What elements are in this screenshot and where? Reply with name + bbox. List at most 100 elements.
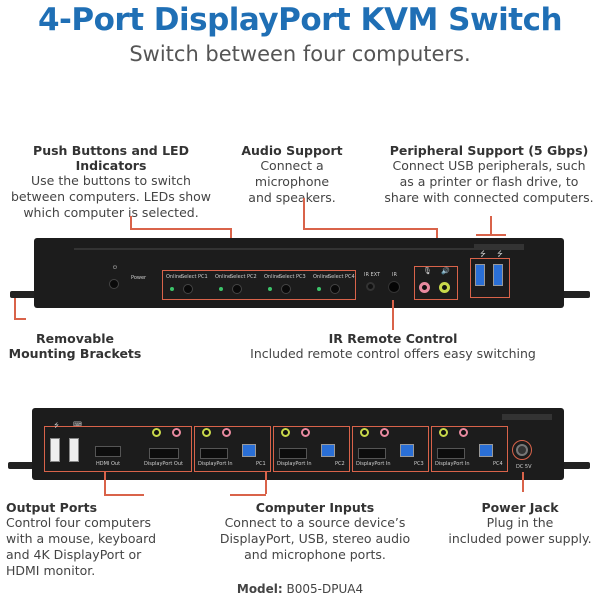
callout-line: Connect to a source device’s [224,515,406,530]
displayport-in-label: DisplayPort In [356,461,391,467]
ir-ext-port [366,282,375,291]
select-button-pc1[interactable] [183,284,193,294]
leader-line [130,228,230,230]
callout-line: Included remote control offers easy swit… [250,346,536,361]
callout-heading: Push Buttons and LED Indicators [33,143,189,173]
brand-logo [474,244,524,250]
microphone-jack [419,282,430,293]
speaker-jack [439,428,448,437]
usb-b-port [400,444,414,457]
callout-ir: IR Remote Control Included remote contro… [240,331,546,362]
usb-b-port [479,444,493,457]
displayport-in-port [437,448,465,459]
displayport-in-port [200,448,228,459]
callout-computer-inputs: Computer Inputs Connect to a source devi… [190,500,440,563]
leader-line [392,300,394,330]
usb-port-front-2 [493,264,503,286]
leader-line [104,472,106,494]
model-footer: Model: B005-DPUA4 [0,582,600,596]
mounting-bracket-left [10,291,38,298]
microphone-jack [459,428,468,437]
displayport-in-label: DisplayPort In [198,461,233,467]
leader-line [303,198,305,228]
displayport-in-port [279,448,307,459]
leader-line [522,472,524,492]
callout-heading: Output Ports [6,500,98,515]
select-button-pc4[interactable] [330,284,340,294]
pc1-input-panel [194,426,271,472]
pc1-label: PC1 [256,461,266,467]
callout-output-ports: Output Ports Control four computers with… [0,500,170,579]
speaker-jack [360,428,369,437]
callout-line: Connect USB peripherals, such [392,158,586,173]
callout-line: and microphone ports. [244,547,386,562]
led-indicator [219,287,223,291]
ir-label: IR [392,272,397,278]
callout-peripheral: Peripheral Support (5 Gbps) Connect USB … [378,143,600,206]
callout-audio: Audio Support Connect a microphone and s… [222,143,362,206]
power-jack [516,444,528,456]
leader-line [104,494,144,496]
usb-port-mouse [50,438,60,462]
speaker-jack [439,282,450,293]
callout-heading: Computer Inputs [255,500,375,515]
callout-line: and speakers. [248,190,336,205]
callout-line: between computers. LEDs show [10,189,212,204]
usb-icon: ⭍ [54,422,59,429]
callout-line: with a mouse, keyboard [6,531,156,546]
usb-icon: ⭍ [497,250,503,258]
callout-line: DisplayPort, USB, stereo audio [219,531,411,546]
select-button-pc2[interactable] [232,284,242,294]
microphone-icon: 🎙 [423,267,432,275]
kvm-front-view: ⏻ Power Online Select PC1 Online Select … [34,238,564,308]
mounting-bracket-right [562,462,590,469]
leader-line [303,228,437,230]
ir-receiver [388,281,400,293]
speaker-jack [202,428,211,437]
dc-label: DC 5V [516,464,532,470]
callout-heading: Audio Support [241,143,343,158]
hdmi-out-port [95,446,121,457]
displayport-out-label: DisplayPort Out [144,461,183,467]
leader-line [230,494,266,496]
pc3-selector: Online Select PC3 [262,272,308,298]
speaker-jack [152,428,161,437]
callout-heading: Power Jack [481,500,559,515]
callout-line: Use the buttons to switch [31,173,191,188]
push-buttons-panel [162,270,356,300]
leader-line [476,234,506,236]
power-label: Power [131,275,147,281]
leader-line [230,228,232,244]
select-button-pc3[interactable] [281,284,291,294]
callout-brackets: Removable Mounting Brackets [0,331,150,361]
page-title: 4-Port DisplayPort KVM Switch [37,2,563,38]
pc4-input-panel [431,426,508,472]
displayport-out-port [149,448,179,459]
pc1-selector: Online Select PC1 [164,272,210,298]
pc3-label: PC3 [414,461,424,467]
callout-line: Plug in the [486,515,554,530]
page-subtitle: Switch between four computers. [129,42,471,66]
callout-heading: Removable [35,331,114,346]
power-jack-ring [512,440,532,460]
brand-logo [502,414,552,420]
power-button[interactable] [109,279,119,289]
microphone-jack [222,428,231,437]
usb-panel [470,258,510,298]
pc1-label: PC1 [198,274,208,280]
audio-panel [414,266,458,300]
callout-line: share with connected computers. [384,190,594,205]
led-indicator [170,287,174,291]
callout-line: and 4K DisplayPort or [6,547,142,562]
callout-power-jack: Power Jack Plug in the included power su… [440,500,600,547]
mounting-bracket-right [562,291,590,298]
microphone-jack [301,428,310,437]
leader-line [130,216,132,230]
mounting-bracket-left [8,462,36,469]
callout-line: as a printer or flash drive, to [399,174,579,189]
pc3-label: PC3 [296,274,306,280]
microphone-jack [172,428,181,437]
power-icon: ⏻ [113,265,117,271]
usb-port-front-1 [475,264,485,286]
callout-line: Connect a microphone [254,158,330,189]
